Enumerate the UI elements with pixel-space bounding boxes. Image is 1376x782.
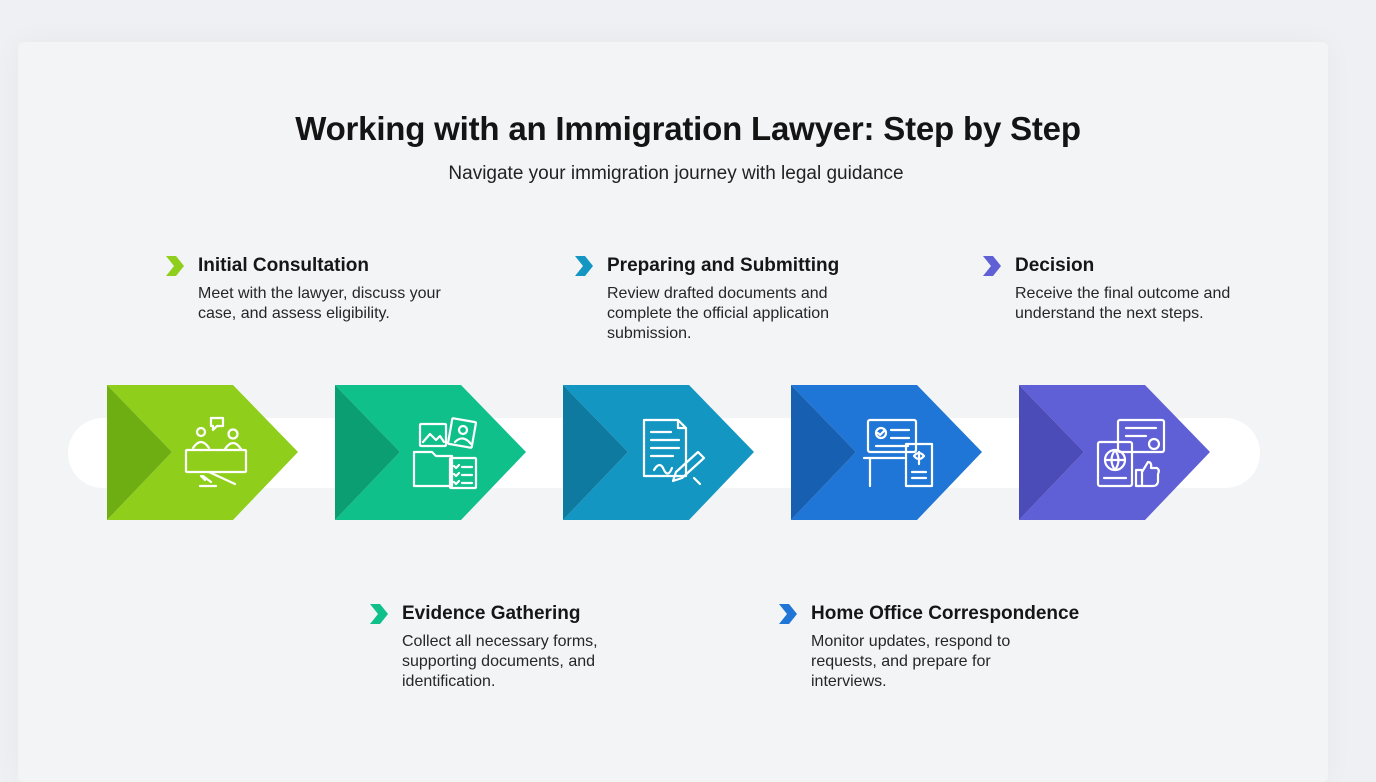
- consultation-icon: [184, 416, 248, 488]
- step-description: Monitor updates, respond to requests, an…: [811, 633, 1011, 690]
- step-description: Review drafted documents and complete th…: [607, 285, 830, 342]
- step-title: Decision: [1015, 255, 1095, 276]
- step-label-2: Evidence Gathering Collect all necessary…: [370, 602, 692, 692]
- chevron-marker-icon: [983, 256, 1001, 276]
- step-description: Meet with the lawyer, discuss your case,…: [198, 285, 441, 322]
- step-title: Preparing and Submitting: [607, 255, 840, 276]
- signing-document-icon: [642, 418, 706, 486]
- chevron-marker-icon: [779, 604, 797, 624]
- monitor-correspondence-icon: [862, 418, 934, 488]
- page-subtitle: Navigate your immigration journey with l…: [448, 163, 904, 184]
- step-chevron-2: [335, 385, 526, 520]
- step-label-4: Home Office Correspondence Monitor updat…: [779, 602, 1101, 692]
- step-title: Initial Consultation: [198, 255, 369, 276]
- step-label-5: Decision Receive the final outcome and u…: [983, 254, 1305, 324]
- step-title: Evidence Gathering: [402, 603, 581, 624]
- page-title: Working with an Immigration Lawyer: Step…: [295, 110, 1081, 147]
- step-chevron-5: [1019, 385, 1210, 520]
- step-description: Receive the final outcome and understand…: [1015, 285, 1231, 322]
- step-chevron-4: [791, 385, 982, 520]
- step-chevron-1: [107, 385, 298, 520]
- step-label-1: Initial Consultation Meet with the lawye…: [166, 254, 488, 324]
- chevron-marker-icon: [166, 256, 184, 276]
- chevron-marker-icon: [370, 604, 388, 624]
- documents-folder-icon: [412, 417, 478, 490]
- passport-approval-icon: [1096, 418, 1166, 488]
- step-description: Collect all necessary forms, supporting …: [402, 633, 598, 690]
- step-title: Home Office Correspondence: [811, 603, 1080, 624]
- chevron-marker-icon: [575, 256, 593, 276]
- step-chevron-3: [563, 385, 754, 520]
- step-label-3: Preparing and Submitting Review drafted …: [575, 254, 897, 344]
